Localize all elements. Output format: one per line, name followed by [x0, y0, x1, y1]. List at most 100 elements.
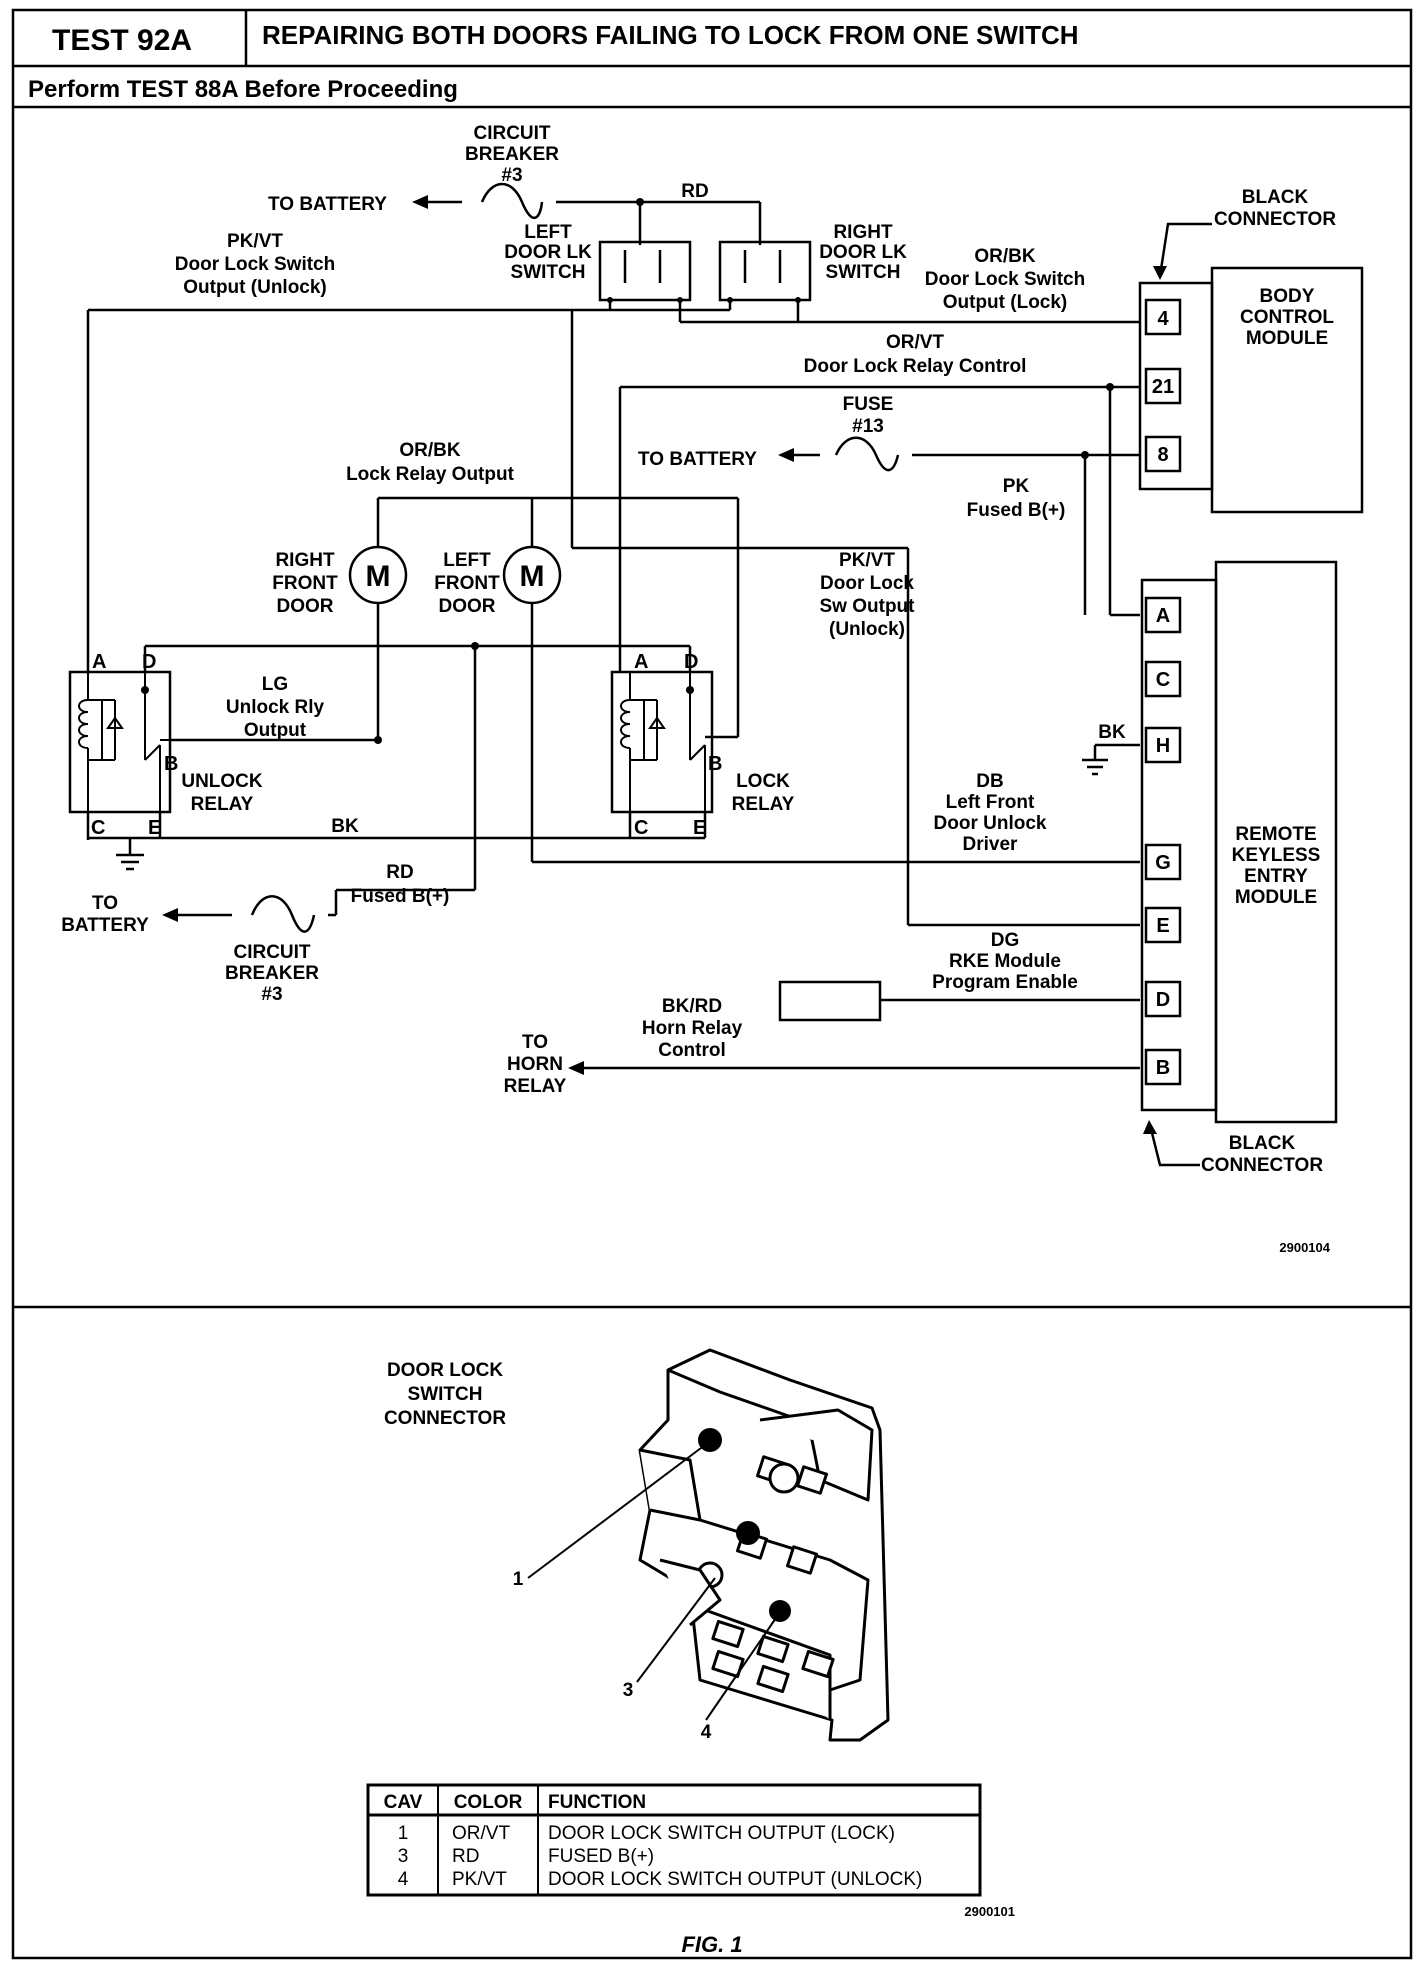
- unlock-relay-pin-c: C: [91, 817, 105, 839]
- right-front-door-l1: RIGHT: [275, 550, 335, 571]
- bcm-l1: BODY: [1260, 286, 1315, 307]
- right-switch-l3: SWITCH: [826, 262, 901, 283]
- arrows: [141, 195, 1167, 1134]
- lock-relay-pin-a: A: [634, 651, 648, 673]
- left-switch-l1: LEFT: [524, 222, 572, 243]
- lock-relay-pin-b: B: [708, 753, 722, 775]
- to-horn-l1: TO: [522, 1032, 548, 1053]
- black-conn-bottom-l2: CONNECTOR: [1201, 1155, 1323, 1176]
- page-border: [11, 8, 1413, 1960]
- lg-unlock-l1: LG: [262, 674, 288, 695]
- cb3-top-l3: #3: [501, 165, 522, 186]
- db-driver-l2: Left Front: [946, 792, 1035, 813]
- table-header-cav: CAV: [384, 1792, 423, 1813]
- cb3-top-l1: CIRCUIT: [473, 123, 550, 144]
- to-battery-low-l1: TO: [92, 893, 118, 914]
- rke-pin-e: E: [1156, 915, 1169, 937]
- lock-relay-pin-e: E: [693, 817, 706, 839]
- wires: [68, 182, 1364, 1167]
- table-header-color: COLOR: [454, 1792, 523, 1813]
- left-switch-l3: SWITCH: [511, 262, 586, 283]
- to-horn-l2: HORN: [507, 1054, 563, 1075]
- to-battery-low-l2: BATTERY: [61, 915, 149, 936]
- pk-fused-l2: Fused B(+): [967, 500, 1066, 521]
- pkvt-unlock-l1: PK/VT: [227, 231, 283, 252]
- rke-pin-c: C: [1156, 669, 1170, 691]
- callout-3: 3: [623, 1680, 634, 1701]
- unlock-relay-l2: RELAY: [191, 794, 254, 815]
- table-row-3-cav: 4: [398, 1869, 409, 1890]
- bk-label: BK: [331, 816, 359, 837]
- right-front-door-l2b: DOOR: [277, 596, 334, 617]
- lock-relay-pin-d: D: [684, 651, 698, 673]
- rke-pin-d: D: [1156, 989, 1170, 1011]
- to-battery-mid: TO BATTERY: [638, 449, 757, 470]
- bkrd-horn-l1: BK/RD: [662, 996, 722, 1017]
- orvt-relay-l2: Door Lock Relay Control: [804, 356, 1027, 377]
- unlock-relay-l1: UNLOCK: [181, 771, 263, 792]
- black-conn-top-l2: CONNECTOR: [1214, 209, 1336, 230]
- connector-title-l1: DOOR LOCK: [387, 1360, 503, 1381]
- connector-fig-id: 2900101: [964, 1904, 1015, 1919]
- callout-1: 1: [513, 1569, 524, 1590]
- right-motor-m: M: [366, 560, 391, 593]
- to-horn-l3: RELAY: [504, 1076, 567, 1097]
- db-driver-l1: DB: [976, 771, 1003, 792]
- rke-l1: REMOTE: [1235, 824, 1316, 845]
- table-row-1-cav: 1: [398, 1823, 409, 1844]
- test-title: REPAIRING BOTH DOORS FAILING TO LOCK FRO…: [262, 20, 1079, 50]
- pkvt-unlock-l3: Output (Unlock): [183, 277, 327, 298]
- rke-pin-g: G: [1155, 852, 1171, 874]
- right-switch-l2: DOOR LK: [819, 242, 907, 263]
- right-front-door-l2: FRONT: [272, 573, 338, 594]
- test-subtitle: Perform TEST 88A Before Proceeding: [28, 76, 458, 103]
- dg-program-l3: Program Enable: [932, 972, 1078, 993]
- schematic-fig-id: 2900104: [1279, 1240, 1330, 1255]
- lock-relay-pin-c: C: [634, 817, 648, 839]
- connector-title-l3: CONNECTOR: [384, 1408, 506, 1429]
- lg-unlock-l3: Output: [244, 720, 307, 741]
- rd-top-label: RD: [681, 181, 708, 202]
- bcm-pin-4: 4: [1157, 308, 1169, 330]
- table-row-2-function: FUSED B(+): [548, 1846, 654, 1867]
- cb3-top-l2: BREAKER: [465, 144, 559, 165]
- rke-l4: MODULE: [1235, 887, 1317, 908]
- rke-l2: KEYLESS: [1232, 845, 1321, 866]
- pk-fused-l1: PK: [1003, 476, 1030, 497]
- cb3-low-l2: BREAKER: [225, 963, 319, 984]
- bk-ground-label: BK: [1098, 722, 1126, 743]
- schematic: CIRCUIT BREAKER #3 RD LEFT DOOR LK SWITC…: [61, 123, 1364, 1255]
- unlock-relay-pin-b: B: [164, 753, 178, 775]
- connector-illustration: [638, 1348, 890, 1742]
- to-battery-top: TO BATTERY: [268, 194, 387, 215]
- left-switch-l2: DOOR LK: [504, 242, 592, 263]
- black-conn-top-l1: BLACK: [1242, 187, 1309, 208]
- left-front-door-l3: DOOR: [439, 596, 496, 617]
- orbk-lock-l2: Door Lock Switch: [925, 269, 1085, 290]
- connector-title-l2: SWITCH: [408, 1384, 483, 1405]
- orbk-lock-l3: Output (Lock): [943, 292, 1068, 313]
- cb3-low-l1: CIRCUIT: [233, 942, 310, 963]
- pkvt-sw-l1: PK/VT: [839, 550, 895, 571]
- unlock-relay-pin-a: A: [92, 651, 106, 673]
- table-row-3-function: DOOR LOCK SWITCH OUTPUT (UNLOCK): [548, 1869, 922, 1890]
- black-conn-bottom-l1: BLACK: [1229, 1133, 1296, 1154]
- pkvt-sw-l4: (Unlock): [829, 619, 905, 640]
- table-row-3-color: PK/VT: [452, 1869, 507, 1890]
- left-front-door-l1: LEFT: [443, 550, 491, 571]
- bcm-l2: CONTROL: [1240, 307, 1334, 328]
- unlock-relay-pin-d: D: [142, 651, 156, 673]
- door-lock-switch-connector-view: DOOR LOCK SWITCH CONNECTOR: [366, 1348, 1015, 1919]
- fuse13-l1: FUSE: [843, 394, 894, 415]
- cavity-table: [366, 1783, 982, 1897]
- table-header-function: FUNCTION: [548, 1792, 646, 1813]
- lock-relay-l1: LOCK: [736, 771, 790, 792]
- bcm-pin-21: 21: [1152, 376, 1174, 398]
- table-row-2-cav: 3: [398, 1846, 409, 1867]
- cb3-low-l3: #3: [261, 984, 282, 1005]
- rd-fused-l1: RD: [386, 862, 413, 883]
- orbk-lock-relay-l1: OR/BK: [399, 440, 461, 461]
- orvt-relay-l1: OR/VT: [886, 332, 944, 353]
- callout-4: 4: [701, 1722, 712, 1743]
